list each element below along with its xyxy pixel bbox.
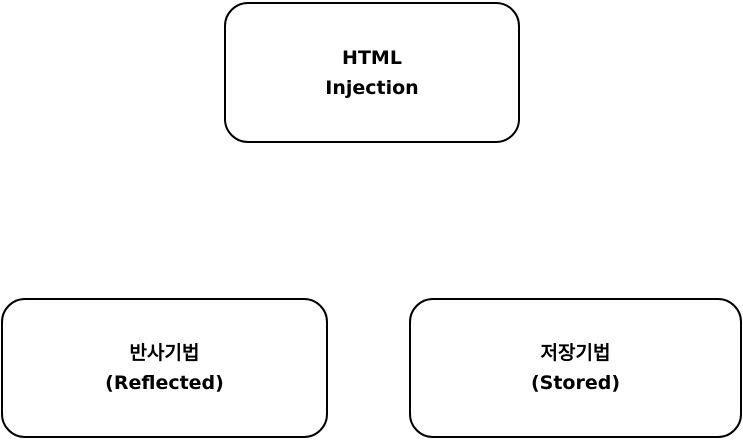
node-html-injection-line2: Injection <box>325 76 419 99</box>
node-stored-line1: 저장기법 <box>540 342 611 364</box>
node-reflected-line2: (Reflected) <box>105 372 224 394</box>
node-reflected: 반사기법 (Reflected) <box>1 298 328 438</box>
node-stored: 저장기법 (Stored) <box>409 298 742 438</box>
node-html-injection: HTML Injection <box>224 2 520 143</box>
node-reflected-line1: 반사기법 <box>129 342 200 364</box>
node-html-injection-line1: HTML <box>342 46 402 69</box>
node-stored-line2: (Stored) <box>530 372 621 394</box>
